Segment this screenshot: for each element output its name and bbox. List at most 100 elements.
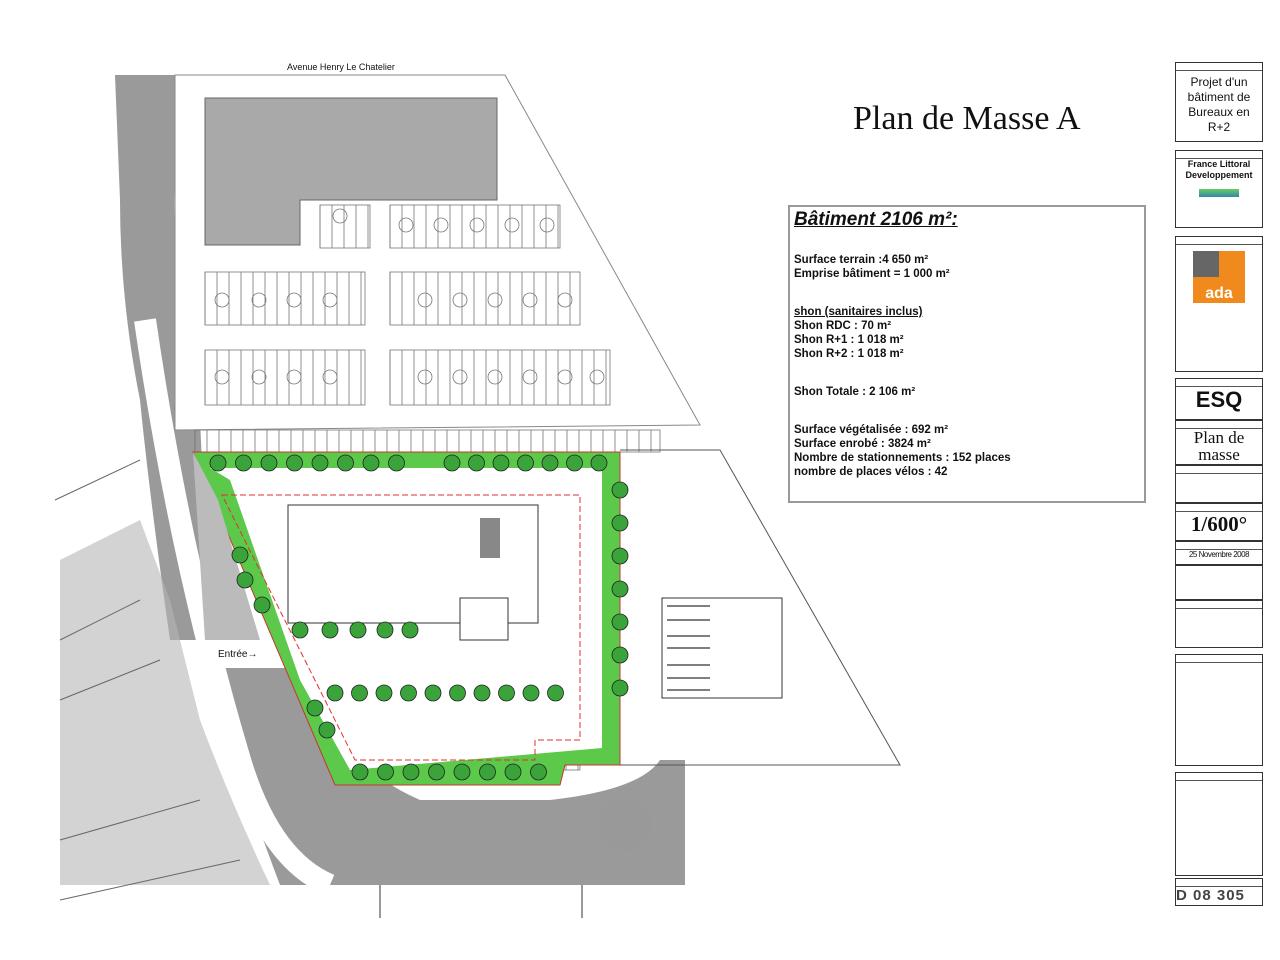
- tree: [362, 454, 380, 472]
- tree: [318, 721, 336, 739]
- area-summary-box: Bâtiment 2106 m²: Surface terrain :4 650…: [788, 205, 1146, 503]
- tree: [547, 684, 564, 702]
- tree: [522, 684, 540, 702]
- road-verge-bottom: [220, 668, 685, 885]
- tb-scale: 1/600°: [1175, 503, 1263, 541]
- tree: [530, 763, 547, 781]
- tb-phase: ESQ: [1175, 378, 1263, 420]
- client-logo: [1199, 189, 1239, 197]
- tree: [209, 454, 227, 472]
- parking-tree-circle: [539, 217, 555, 233]
- parking-tree-circle: [398, 217, 414, 233]
- tb-client: France Littoral Developpement: [1175, 150, 1263, 228]
- parking-tree-circle: [557, 369, 573, 385]
- shon-heading: shon (sanitaires inclus): [794, 306, 923, 318]
- neighbour-parcel: [620, 449, 901, 766]
- tree: [611, 514, 629, 532]
- tree: [375, 684, 393, 702]
- tree: [428, 763, 445, 781]
- parking-tree-circle: [589, 369, 605, 385]
- emprise: Emprise bâtiment = 1 000 m²: [794, 268, 950, 280]
- tree: [286, 454, 303, 472]
- shon-rdc: Shon RDC : 70 m²: [794, 320, 892, 332]
- page-title: Plan de Masse A: [853, 100, 1081, 137]
- tree: [349, 621, 367, 639]
- parking-tree-circle: [417, 292, 433, 308]
- shon-r2: Shon R+2 : 1 018 m²: [794, 348, 904, 360]
- tree: [402, 763, 420, 781]
- tree: [321, 621, 339, 639]
- parking-tree-circle: [433, 217, 449, 233]
- tree: [541, 454, 559, 472]
- tree: [236, 571, 254, 589]
- velos: nombre de places vélos : 42: [794, 466, 948, 478]
- tree: [235, 454, 252, 472]
- tree: [590, 454, 608, 472]
- parking-tree-circle: [286, 369, 302, 385]
- tree: [291, 621, 309, 639]
- parking-tree-circle: [251, 292, 267, 308]
- tb-doc-number: [1175, 465, 1263, 503]
- shon-r1: Shon R+1 : 1 018 m²: [794, 334, 904, 346]
- tree: [492, 454, 510, 472]
- building-outline: [221, 494, 581, 761]
- tree: [388, 454, 405, 472]
- tree: [566, 454, 583, 472]
- tree: [443, 454, 461, 472]
- tb-blank: [1175, 565, 1263, 600]
- tree: [260, 454, 278, 472]
- parking-tree-circle: [417, 369, 433, 385]
- parking-tree-circle: [322, 369, 338, 385]
- tree: [611, 580, 629, 598]
- tree: [479, 763, 496, 781]
- parking-tree-circle: [522, 369, 538, 385]
- parking-tree-circle: [322, 292, 338, 308]
- shon-totale: Shon Totale : 2 106 m²: [794, 386, 916, 398]
- parking-block: [194, 429, 661, 453]
- tree: [306, 699, 324, 717]
- tree: [401, 621, 419, 639]
- parking-tree-circle: [452, 369, 468, 385]
- street-label: Avenue Henry Le Chatelier: [287, 62, 395, 72]
- tree: [326, 684, 344, 702]
- parking-tree-circle: [214, 369, 230, 385]
- summary-heading: Bâtiment 2106 m²:: [794, 209, 958, 230]
- parking-tree-circle: [332, 208, 348, 224]
- ada-logo: ada: [1193, 251, 1245, 303]
- tree: [376, 621, 394, 639]
- tree: [468, 454, 485, 472]
- tree: [611, 613, 629, 631]
- tree: [253, 596, 271, 614]
- tree: [517, 454, 534, 472]
- tb-index: [1175, 600, 1263, 648]
- tree: [377, 763, 394, 781]
- roundabout: [599, 799, 651, 851]
- surface-enrobe: Surface enrobé : 3824 m²: [794, 438, 931, 450]
- tb-project: Projet d'un bâtiment de Bureaux en R+2: [1175, 62, 1263, 142]
- tb-date: 25 Novembre 2008: [1175, 541, 1263, 565]
- tree: [611, 481, 629, 499]
- parking-tree-circle: [522, 292, 538, 308]
- parking-tree-circle: [557, 292, 573, 308]
- tree: [611, 646, 629, 664]
- tb-project-number: D 08 305: [1175, 878, 1263, 906]
- tree: [449, 684, 466, 702]
- parking-tree-circle: [469, 217, 485, 233]
- parking-tree-circle: [452, 292, 468, 308]
- tb-architect: ada: [1175, 236, 1263, 372]
- parking-tree-circle: [504, 217, 520, 233]
- tb-visa-1: [1175, 654, 1263, 766]
- tree: [400, 684, 417, 702]
- parking-tree-circle: [487, 292, 503, 308]
- road-verge-lower-left: [60, 520, 270, 885]
- parking-tree-circle: [214, 292, 230, 308]
- surface-terrain: Surface terrain :4 650 m²: [794, 254, 929, 266]
- tree: [337, 454, 354, 472]
- tree: [611, 547, 629, 565]
- parking-tree-circle: [251, 369, 267, 385]
- parking-tree-circle: [487, 369, 503, 385]
- entrance-label: Entrée→: [218, 649, 258, 660]
- paved-plaza: [193, 452, 260, 640]
- tree: [611, 679, 629, 697]
